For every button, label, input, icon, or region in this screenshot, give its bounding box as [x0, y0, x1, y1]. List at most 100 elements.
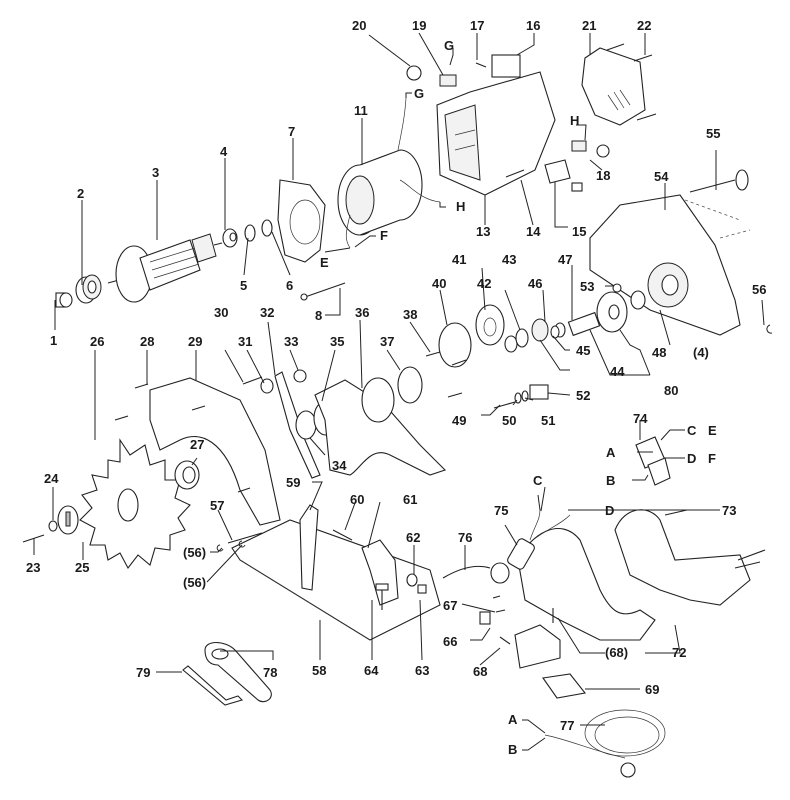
wire-label-b-cord: B: [508, 742, 517, 757]
label-68: 68: [473, 664, 487, 679]
label-23: 23: [26, 560, 40, 575]
label-59: 59: [286, 475, 300, 490]
part-75-capacitor: [507, 509, 571, 570]
label-15: 15: [572, 224, 586, 239]
part-56-clip: [766, 324, 773, 334]
label-53: 53: [580, 279, 594, 294]
part-62-washer: [406, 573, 418, 587]
label-56: 56: [752, 282, 766, 297]
part-17-screw: [475, 62, 487, 68]
part-52-sleeve: [529, 384, 549, 400]
label-74: 74: [633, 411, 648, 426]
part-72-handle: [517, 509, 751, 641]
label-78: 78: [263, 665, 277, 680]
wire-label-e-switch: E: [708, 423, 717, 438]
label-41: 41: [452, 252, 466, 267]
wire-label-c-capacitor: C: [533, 473, 543, 488]
part-24-washer: [48, 520, 58, 532]
part-67-screw: [492, 595, 506, 613]
label-52: 52: [576, 388, 590, 403]
label-8: 8: [315, 308, 322, 323]
wire-label-d-switch: D: [687, 451, 696, 466]
label-17: 17: [470, 18, 484, 33]
label-61: 61: [403, 492, 417, 507]
part-30-screw: [242, 376, 263, 385]
part-27-bearing: [174, 460, 200, 490]
label-63: 63: [415, 663, 429, 678]
label-51: 51: [541, 413, 555, 428]
label-19: 19: [412, 18, 426, 33]
label-64: 64: [364, 663, 379, 678]
part-15-brush-plate: [544, 159, 583, 192]
part-25-flange: [57, 505, 79, 535]
label-32: 32: [260, 305, 274, 320]
part-1-bushing: [55, 292, 73, 308]
part-22-screw: [606, 43, 657, 121]
label-22: 22: [637, 18, 651, 33]
label-35: 35: [330, 334, 344, 349]
part-16-switch-cover: [491, 54, 521, 78]
label-77: 77: [560, 718, 574, 733]
part-43-ring: [515, 328, 529, 348]
label-56-paren-b: (56): [183, 575, 206, 590]
label-69: 69: [645, 682, 659, 697]
part-63-knob: [417, 584, 427, 594]
label-33: 33: [284, 334, 298, 349]
label-66: 66: [443, 634, 457, 649]
label-13: 13: [476, 224, 490, 239]
wire-label-b-switch: B: [606, 473, 615, 488]
part-36-lower-guard: [314, 377, 447, 476]
label-4-paren: (4): [693, 345, 709, 360]
part-49-screw: [493, 401, 516, 409]
wire-label-e-stator: E: [320, 255, 329, 270]
part-57-pin: [227, 532, 263, 544]
part-37-ring: [397, 366, 423, 404]
label-79: 79: [136, 665, 150, 680]
label-30: 30: [214, 305, 228, 320]
wire-label-g-stator: G: [414, 86, 424, 101]
label-2: 2: [77, 186, 84, 201]
label-37: 37: [380, 334, 394, 349]
part-41-gasket: [475, 304, 505, 346]
label-36: 36: [355, 305, 369, 320]
wire-label-h-stator: H: [456, 199, 465, 214]
part-13-motor-housing: [436, 71, 556, 196]
label-72: 72: [672, 645, 686, 660]
part-6-ring: [261, 219, 273, 237]
wire-label-f-switch: F: [708, 451, 716, 466]
label-21: 21: [582, 18, 596, 33]
part-21-rear-cover: [581, 47, 646, 126]
leader-lines: [33, 32, 765, 751]
part-20-brush-spring: [406, 65, 422, 81]
label-57: 57: [210, 498, 224, 513]
wire-label-f-stator: F: [380, 228, 388, 243]
label-25: 25: [75, 560, 89, 575]
part-14-screw: [505, 169, 525, 178]
label-76: 76: [458, 530, 472, 545]
label-28: 28: [140, 334, 154, 349]
wire-label-d-capacitor: D: [605, 503, 614, 518]
part-26-saw-blade: [79, 438, 191, 570]
wire-label-c-switch: C: [687, 423, 697, 438]
label-42: 42: [477, 276, 491, 291]
label-62: 62: [406, 530, 420, 545]
part-59-depth-lever: [299, 504, 319, 591]
part-58-base-plate: [231, 519, 441, 641]
part-19-brush: [439, 74, 457, 87]
label-55: 55: [706, 126, 720, 141]
label-47: 47: [558, 252, 572, 267]
label-34: 34: [332, 458, 347, 473]
part-69-nut-block: [542, 673, 587, 699]
part-53-washer: [612, 283, 622, 293]
part-51-ring: [521, 390, 529, 402]
label-73: 73: [722, 503, 736, 518]
label-50: 50: [502, 413, 516, 428]
part-74-switch: [635, 436, 671, 486]
label-20: 20: [352, 18, 366, 33]
label-56-paren-a: (56): [183, 545, 206, 560]
label-46: 46: [528, 276, 542, 291]
label-11: 11: [354, 103, 368, 118]
label-49: 49: [452, 413, 466, 428]
part-4-bearing: [222, 228, 238, 248]
